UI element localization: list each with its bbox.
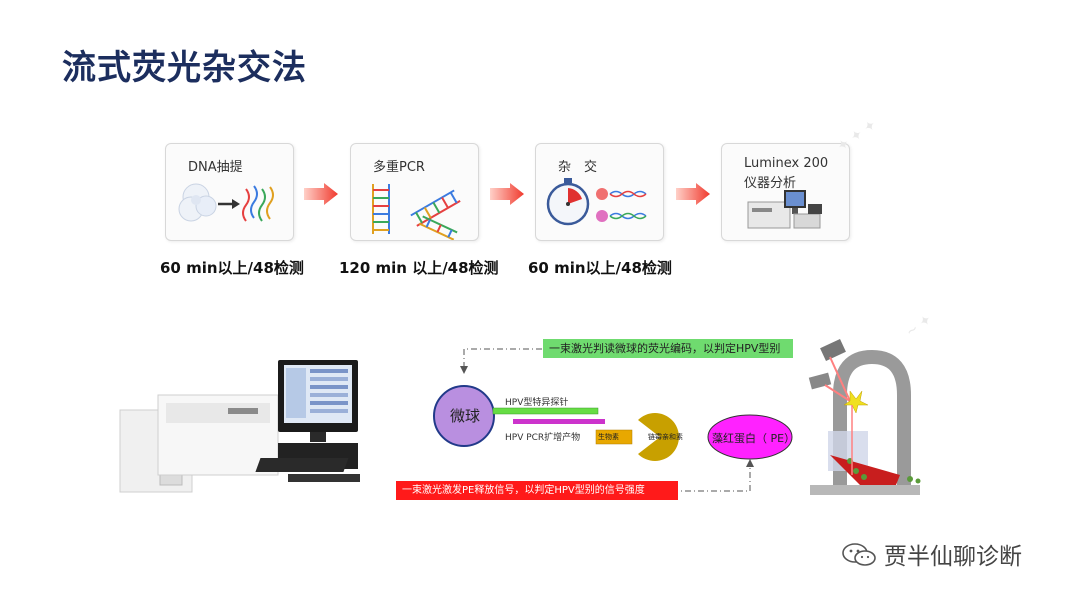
arrow-right-icon: [304, 183, 338, 205]
probe-bar: [492, 407, 599, 415]
luminex-instrument-photo: [119, 360, 360, 493]
step-time: 60 min以上/48检测: [160, 259, 304, 277]
step-dna-extraction: DNA抽提: [165, 143, 294, 241]
watermark: ✦ ✦ ✦: [834, 116, 880, 156]
step-label: DNA抽提: [188, 160, 243, 175]
brand-footer: 贾半仙聊诊断: [840, 537, 1022, 571]
green-laser-note: 一束激光判读微球的荧光编码，以判定HPV型别: [543, 339, 793, 358]
pe-label: 藻红蛋白（ PE）: [712, 432, 796, 445]
microsphere-label: 微球: [450, 407, 481, 425]
page-title: 流式荧光杂交法: [62, 48, 307, 88]
wechat-icon: [842, 543, 876, 566]
step-label: 杂 交: [558, 160, 598, 175]
luminex-instrument-illustration: [747, 190, 822, 229]
pcr-illustration: [372, 184, 461, 240]
step-time: 120 min 以上/48检测: [339, 259, 499, 277]
step-multiplex-pcr: 多重PCR: [350, 143, 479, 241]
microsphere-node: [433, 385, 495, 447]
pcr-product-bar: [513, 419, 605, 424]
red-laser-note: 一束激光激发PE释放信号，以判定HPV型别的信号强度: [396, 481, 678, 500]
dna-extraction-illustration: [178, 183, 274, 222]
step-time: 60 min以上/48检测: [528, 259, 672, 277]
streptavidin-label: 链霉亲和素: [648, 433, 683, 441]
hybridization-illustration: [546, 178, 647, 226]
step-hybridization: 杂 交: [535, 143, 664, 241]
probe-label: HPV型特异探针: [505, 398, 569, 408]
arrow-right-icon: [490, 183, 524, 205]
step-luminex-analysis: Luminex 200 仪器分析: [721, 143, 850, 241]
biotin-label: 生物素: [598, 433, 619, 441]
pcr-product-label: HPV PCR扩增产物: [505, 433, 581, 443]
streptavidin-shape: [638, 413, 679, 461]
step-label: 多重PCR: [373, 160, 425, 175]
arrow-right-icon: [676, 183, 710, 205]
step-label-line2: 仪器分析: [744, 176, 797, 191]
mechanism-diagram: [433, 348, 793, 492]
step-label: Luminex 200 仪器分析: [744, 154, 828, 194]
step-label-line1: Luminex 200: [744, 156, 829, 171]
flow-cell-illustration: [808, 339, 921, 495]
brand-name: 贾半仙聊诊断: [884, 544, 1022, 570]
biotin-tag: [595, 429, 633, 445]
